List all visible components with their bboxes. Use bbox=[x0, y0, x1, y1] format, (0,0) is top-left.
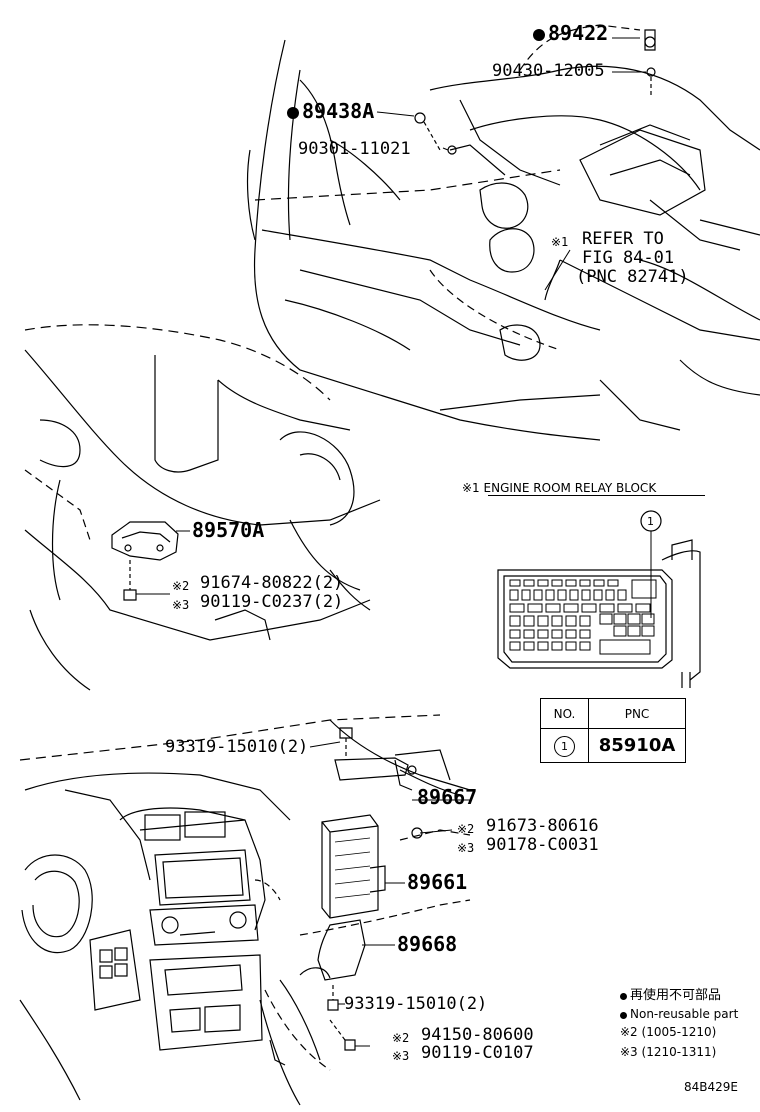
table-header-pnc: PNC bbox=[588, 698, 686, 729]
caption-underline bbox=[488, 495, 705, 496]
table-cell-pnc: 85910A bbox=[588, 728, 686, 763]
ref-mark-1: ※1 bbox=[551, 235, 569, 249]
part-label-91674: 91674-80822(2) bbox=[200, 573, 344, 593]
part-label-90119-b: 90119-C0107 bbox=[421, 1043, 534, 1063]
legend-en: Non-reusable part bbox=[620, 1005, 738, 1023]
callout-number: 1 bbox=[647, 515, 654, 528]
part-label-89668: 89668 bbox=[397, 932, 458, 956]
relay-block-caption: ※1 ENGINE ROOM RELAY BLOCK bbox=[462, 481, 657, 495]
non-reusable-dot-icon bbox=[533, 29, 545, 41]
part-label-90430: 90430-12005 bbox=[492, 61, 605, 81]
table-cell-no: 1 bbox=[540, 728, 589, 763]
refer-line-2: FIG 84-01 bbox=[582, 248, 675, 268]
part-label-93319-a: 93319-15010(2) bbox=[165, 737, 309, 757]
ref-mark-2b: ※2 bbox=[457, 822, 475, 836]
part-label-89422: 89422 bbox=[533, 23, 608, 43]
table-header-no: NO. bbox=[540, 698, 589, 729]
part-label-90119-a: 90119-C0237(2) bbox=[200, 592, 344, 612]
legend-jp: 再使用不可部品 bbox=[620, 987, 721, 1005]
vehicle-rear-illustration bbox=[24, 324, 381, 691]
pnc-table: NO. PNC 1 85910A bbox=[540, 698, 686, 763]
part-label-94150: 94150-80600 bbox=[421, 1025, 534, 1045]
ref-mark-3b: ※3 bbox=[457, 841, 475, 855]
legend-range-2: ※2 (1005-1210) bbox=[620, 1025, 717, 1039]
non-reusable-dot-icon bbox=[620, 993, 627, 1000]
relay-block-drawing bbox=[497, 510, 701, 688]
part-label-89661: 89661 bbox=[407, 870, 468, 894]
dashboard-illustration bbox=[19, 714, 471, 1106]
vehicle-front-illustration bbox=[246, 24, 760, 441]
part-label-91673: 91673-80616 bbox=[486, 816, 599, 836]
ref-mark-3c: ※3 bbox=[392, 1049, 410, 1063]
non-reusable-dot-icon bbox=[287, 107, 299, 119]
part-label-93319-b: 93319-15010(2) bbox=[344, 994, 488, 1014]
leader-lines-mid bbox=[136, 530, 190, 595]
ref-mark-3: ※3 bbox=[172, 598, 190, 612]
leader-lines-top bbox=[376, 37, 646, 291]
ref-mark-2: ※2 bbox=[172, 579, 190, 593]
part-label-89667: 89667 bbox=[417, 785, 478, 809]
part-label-90301: 90301-11021 bbox=[298, 139, 411, 159]
leader-lines-bottom bbox=[309, 741, 470, 1047]
part-label-89438a: 89438A bbox=[287, 101, 374, 121]
non-reusable-dot-icon bbox=[620, 1012, 627, 1019]
part-label-89570a: 89570A bbox=[192, 518, 265, 542]
figure-id: 84B429E bbox=[684, 1080, 738, 1094]
part-label-90178: 90178-C0031 bbox=[486, 835, 599, 855]
ref-mark-2c: ※2 bbox=[392, 1031, 410, 1045]
legend-range-3: ※3 (1210-1311) bbox=[620, 1045, 717, 1059]
refer-line-1: REFER TO bbox=[582, 229, 664, 249]
refer-line-3: (PNC 82741) bbox=[576, 267, 689, 287]
